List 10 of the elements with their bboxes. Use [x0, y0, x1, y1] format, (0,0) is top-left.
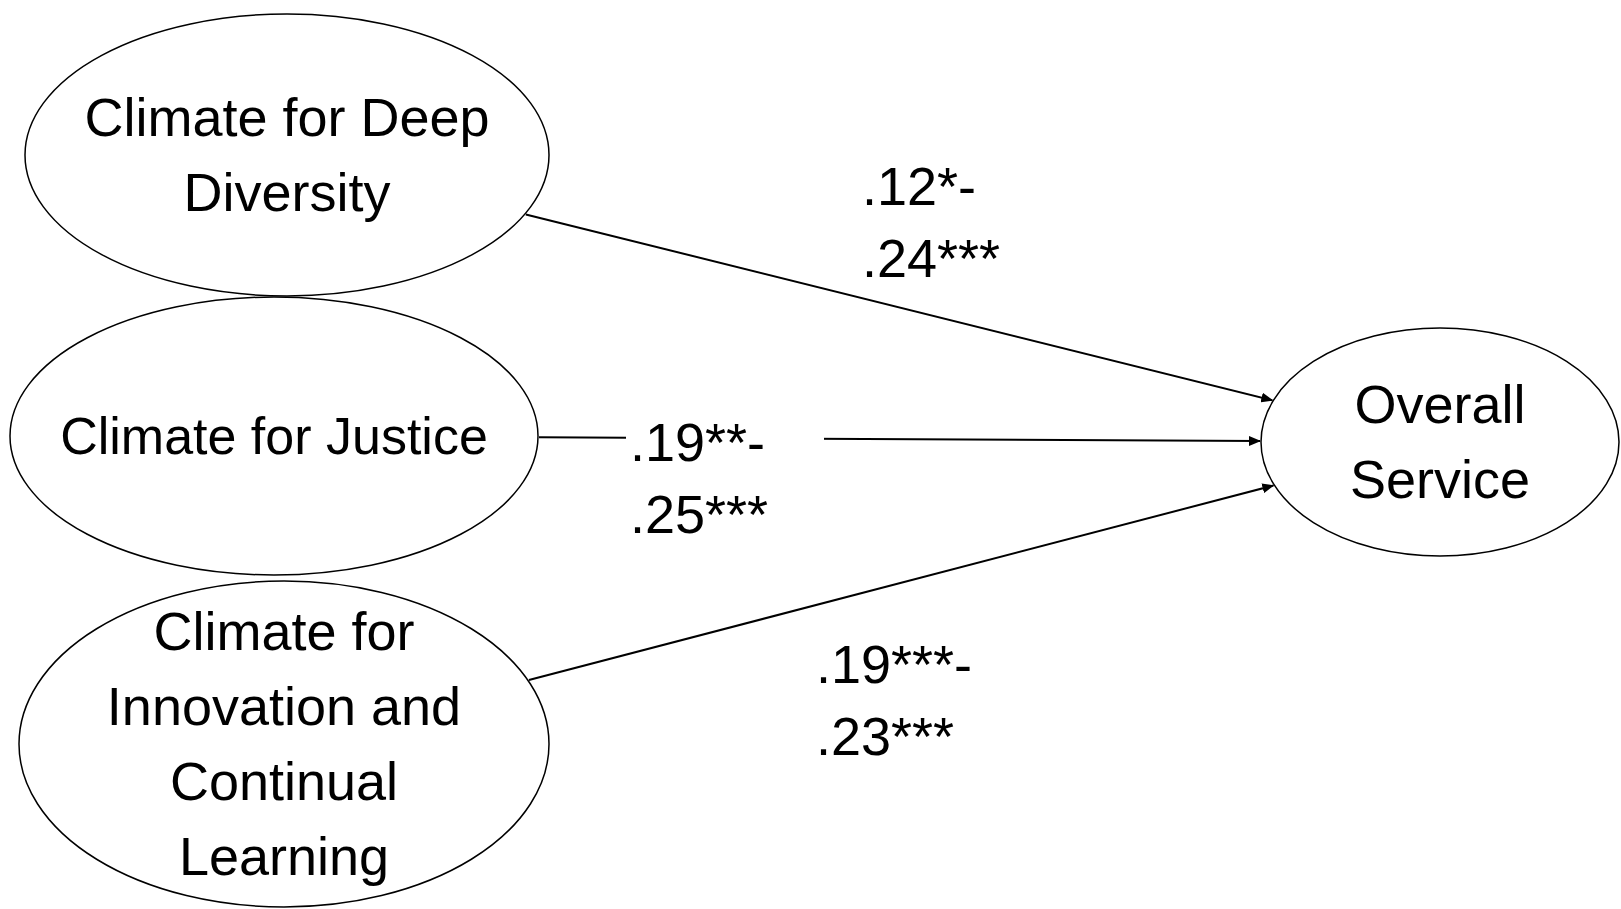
ellipse-node: [9, 296, 539, 576]
node-label: Climate for Justice: [59, 405, 489, 467]
node-label: Climate for Innovation and Continual Learning: [105, 600, 463, 888]
arrow: [527, 483, 1275, 681]
arrow: [524, 213, 1274, 403]
ellipse-node: [18, 580, 550, 908]
ellipse-node: [24, 13, 550, 297]
node-label: Climate for Deep Diversity: [83, 86, 491, 224]
ellipse-node: [1260, 327, 1620, 557]
node-label: Overall Service: [1348, 373, 1532, 511]
